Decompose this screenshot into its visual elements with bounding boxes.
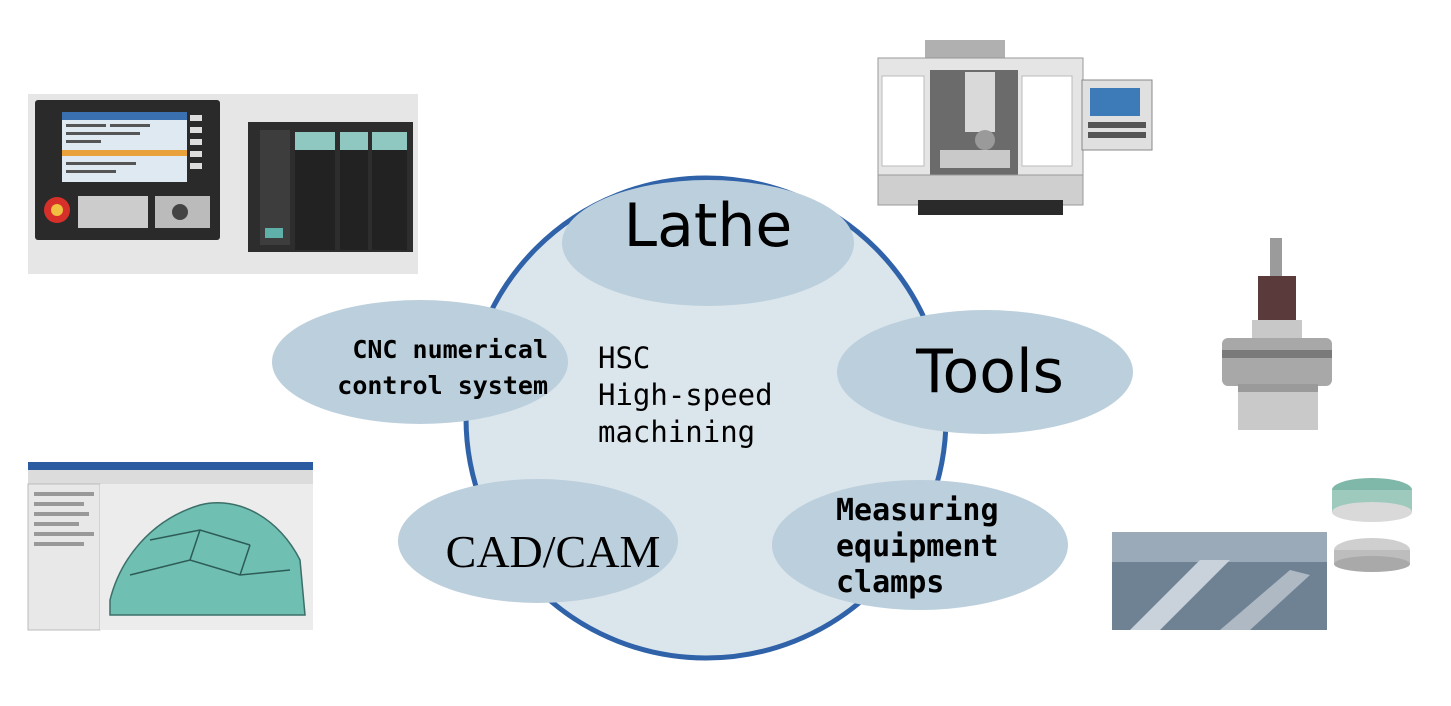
lathe-label: Lathe (623, 191, 793, 261)
lathe-node (562, 180, 854, 306)
cnc-controller-photo (28, 94, 418, 274)
measuring-node (772, 480, 1068, 610)
cadcam-node (398, 479, 678, 603)
cnc-node (272, 300, 568, 424)
center-line-1: HSC (598, 341, 651, 375)
measuring-line-3: clamps (836, 565, 945, 600)
cad-software-screenshot (27, 462, 313, 631)
tool-holder-photo (1222, 238, 1332, 430)
tools-node (837, 310, 1133, 434)
center-line-3: machining (598, 415, 756, 449)
tools-label: Tools (916, 337, 1064, 407)
cnc-label: CNC numerical control system (298, 332, 548, 404)
cnc-line-1: CNC numerical (352, 335, 548, 364)
machining-center-photo (877, 40, 1153, 215)
center-label: HSC High-speed machining (598, 340, 773, 451)
measuring-line-1: Measuring (836, 493, 999, 528)
center-line-2: High-speed (598, 378, 773, 412)
cnc-line-2: control system (337, 371, 548, 400)
measuring-label: Measuring equipment clamps (836, 493, 999, 601)
measuring-clamps-photo (1112, 478, 1412, 630)
measuring-line-2: equipment (836, 529, 999, 564)
cadcam-label: CAD/CAM (445, 526, 661, 577)
